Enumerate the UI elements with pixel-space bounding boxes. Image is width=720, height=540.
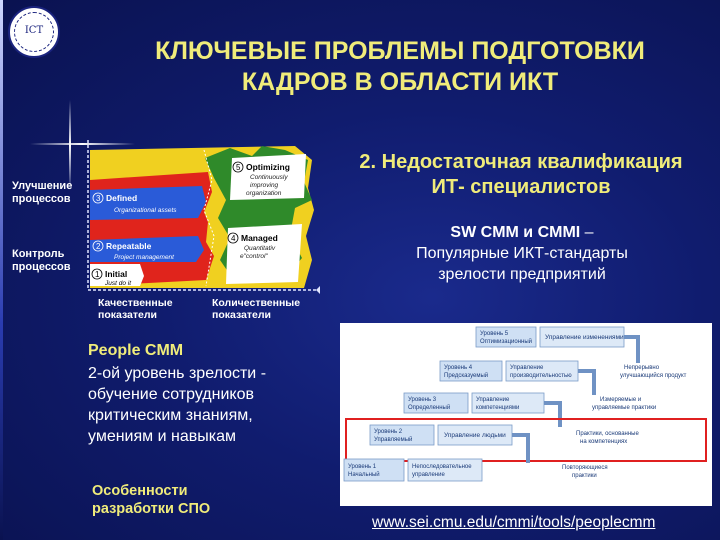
svg-text:Оптимизационный: Оптимизационный: [480, 338, 532, 345]
svg-text:5: 5: [236, 163, 241, 172]
svg-text:Непоследовательное: Непоследовательное: [412, 464, 472, 470]
people-cmm-link[interactable]: www.sei.cmu.edu/cmmi/tools/peoplecmm: [372, 514, 656, 531]
svg-text:Управление: Управление: [476, 397, 510, 403]
people-cmm-title: People CMM: [88, 342, 184, 359]
standards-line-3: зрелости предприятий: [438, 266, 606, 283]
svg-text:organization: organization: [246, 190, 282, 197]
svg-text:1: 1: [95, 270, 100, 279]
people-level-1: Уровень 1 Начальный Непоследовательное у…: [343, 458, 608, 482]
level-5: 5 Optimizing Continuously improving orga…: [232, 161, 290, 197]
people-cmm-diagram: Уровень 5 Оптимизационный Управление изм…: [340, 323, 712, 506]
left-edge-bar: [0, 0, 3, 540]
level-2: 2 Repeatable Project management: [92, 240, 175, 261]
standards-dash: –: [580, 224, 594, 241]
cmm-maturity-chart: 5 Optimizing Continuously improving orga…: [87, 140, 320, 294]
people-level-2: Уровень 2 Управляемый Управление людьми …: [369, 424, 639, 463]
section-title: 2. Недостаточная квалификация ИТ- специа…: [322, 150, 720, 200]
svg-text:Continuously: Continuously: [250, 174, 288, 181]
svg-text:управление: управление: [412, 472, 445, 478]
svg-text:Уровень 2: Уровень 2: [374, 429, 403, 435]
section-title-line-1: 2. Недостаточная квалификация: [359, 151, 683, 173]
svg-text:компетенциями: компетенциями: [476, 405, 519, 411]
svg-text:Just do it: Just do it: [104, 280, 132, 287]
svg-text:Уровень 1: Уровень 1: [348, 464, 377, 470]
label-process-improvement: Улучшение процессов: [12, 180, 73, 205]
svg-text:Практики, основанные: Практики, основанные: [576, 431, 639, 437]
svg-text:Предсказуемый: Предсказуемый: [444, 372, 488, 379]
title-line-2: КАДРОВ В ОБЛАСТИ ИКТ: [241, 68, 559, 96]
box-managed: [226, 224, 302, 284]
standards-bold: SW CMM и CMMI: [450, 224, 581, 241]
band-repeatable: [90, 236, 204, 262]
svg-text:4: 4: [231, 234, 236, 243]
svg-text:Уровень 3: Уровень 3: [408, 397, 437, 403]
label-qualitative: Качественные показатели: [98, 297, 173, 321]
svg-text:Repeatable: Repeatable: [106, 241, 152, 251]
svg-text:практики: практики: [572, 473, 597, 479]
svg-text:Quantitativ: Quantitativ: [244, 245, 276, 252]
title-line-1: КЛЮЧЕВЫЕ ПРОБЛЕМЫ ПОДГОТОВКИ: [155, 37, 645, 65]
ict-logo: ICT: [8, 6, 60, 58]
standards-text: SW CMM и CMMI – Популярные ИКТ-стандарты…: [352, 222, 692, 285]
people-level-3: Уровень 3 Определенный Управление компет…: [403, 392, 656, 427]
label-process-control: Контроль процессов: [12, 248, 71, 273]
svg-text:Управление людьми: Управление людьми: [444, 432, 506, 439]
slide-title: КЛЮЧЕВЫЕ ПРОБЛЕМЫ ПОДГОТОВКИ КАДРОВ В ОБ…: [100, 36, 700, 98]
svg-text:Начальный: Начальный: [348, 471, 380, 478]
section-title-line-2: ИТ- специалистов: [431, 176, 611, 198]
level-3: 3 Defined Organizational assets: [92, 192, 177, 214]
svg-text:Уровень 5: Уровень 5: [480, 331, 509, 337]
box-optimizing: [230, 154, 306, 200]
svg-text:Optimizing: Optimizing: [246, 162, 290, 172]
svg-text:Managed: Managed: [241, 233, 278, 243]
svg-text:на компетенциях: на компетенциях: [580, 439, 627, 445]
svg-text:производительностью: производительностью: [510, 373, 572, 379]
sparkle-vertical: [69, 100, 71, 190]
svg-text:3: 3: [96, 194, 101, 203]
svg-text:Измеряемые и: Измеряемые и: [600, 397, 641, 403]
label-quantitative: Количественные показатели: [212, 297, 301, 321]
svg-text:improving: improving: [250, 182, 279, 189]
people-level-4: Уровень 4 Предсказуемый Управление произ…: [439, 360, 687, 395]
svg-text:Уровень 4: Уровень 4: [444, 365, 473, 371]
svg-text:Управляемый: Управляемый: [374, 436, 412, 443]
sparkle-horizontal: [30, 143, 135, 145]
standards-line-2: Популярные ИКТ-стандарты: [416, 245, 628, 262]
svg-text:Непрерывно: Непрерывно: [624, 365, 660, 371]
people-cmm-description: 2-ой уровень зрелости - обучение сотрудн…: [88, 365, 267, 445]
spo-features: Особенности разработки СПО: [92, 483, 211, 517]
box-initial: [90, 264, 144, 286]
level-4: 4 Managed Quantitativ e"control": [227, 232, 278, 260]
svg-text:Управление: Управление: [510, 365, 544, 371]
svg-text:Определенный: Определенный: [408, 404, 450, 411]
band-defined: [90, 186, 206, 220]
svg-text:2: 2: [96, 242, 101, 251]
svg-text:Organizational assets: Organizational assets: [114, 207, 177, 214]
svg-text:Initial: Initial: [105, 269, 127, 279]
svg-text:e"control": e"control": [240, 253, 268, 260]
level-1: 1 Initial Just do it: [91, 268, 132, 287]
svg-text:Повторяющиеся: Повторяющиеся: [562, 465, 608, 471]
svg-text:Defined: Defined: [106, 193, 137, 203]
svg-text:Project management: Project management: [114, 254, 175, 261]
svg-text:управляемые практики: управляемые практики: [592, 405, 656, 411]
svg-text:улучшающийся продукт: улучшающийся продукт: [620, 372, 687, 379]
svg-text:Управление изменениями: Управление изменениями: [545, 334, 624, 341]
people-level-5: Уровень 5 Оптимизационный Управление изм…: [475, 326, 640, 363]
